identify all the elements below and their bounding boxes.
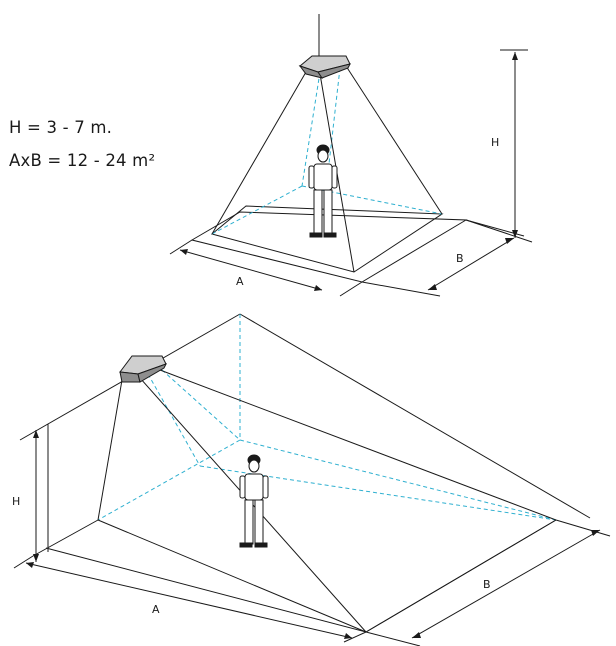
bottom-label-b: B — [483, 578, 491, 591]
bottom-label-a: A — [152, 603, 160, 616]
top-label-b: B — [456, 252, 464, 265]
bottom-floor-front — [45, 519, 557, 633]
bottom-a-dimension — [13, 555, 367, 643]
top-person-figure — [308, 144, 338, 238]
bottom-lamp — [119, 355, 168, 383]
bottom-floor-left — [32, 519, 99, 557]
bottom-person-figure — [239, 454, 269, 548]
bottom-height-dimension — [33, 424, 49, 562]
top-label-a: A — [236, 275, 244, 288]
top-a-dimension — [169, 239, 363, 297]
bottom-diagram: H A B — [12, 313, 611, 646]
area-range-text: AxB = 12 - 24 m² — [9, 151, 156, 170]
height-range-text: H = 3 - 7 m. — [9, 118, 113, 137]
bottom-b-dimension — [365, 519, 611, 646]
bottom-hidden-edges — [97, 314, 557, 521]
top-diagram: H A B — [169, 14, 533, 297]
top-lamp — [298, 55, 351, 79]
top-label-h: H — [491, 136, 499, 149]
top-b-dimension — [361, 219, 525, 297]
bottom-light-cone — [97, 369, 557, 633]
top-height-dimension — [465, 49, 533, 243]
bottom-room-edge-right — [239, 313, 591, 519]
bottom-label-h: H — [12, 495, 20, 508]
